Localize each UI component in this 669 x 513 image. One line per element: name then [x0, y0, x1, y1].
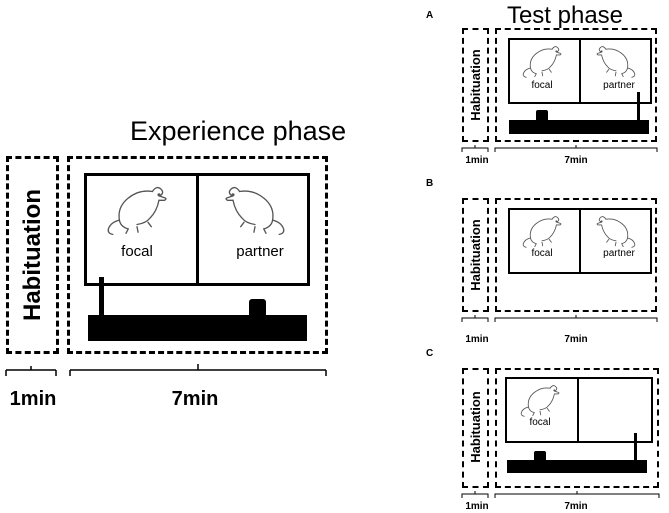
food-cup-icon: [534, 451, 546, 462]
test-phase-box: [495, 198, 657, 312]
floor-bar: [507, 460, 647, 473]
lever-icon: [634, 433, 637, 463]
panel-letter: C: [426, 348, 434, 359]
habituation-label: Habituation: [468, 219, 483, 291]
focal-label: focal: [531, 248, 553, 259]
habituation-label: Habituation: [468, 391, 483, 463]
phase-duration: 7min: [564, 501, 588, 512]
partner-label: partner: [236, 243, 284, 260]
test-phase-title: Test phase: [506, 2, 624, 29]
habituation-box: [6, 156, 59, 354]
habituation-duration: 1min: [465, 501, 489, 512]
timeline-brackets: [461, 491, 660, 498]
test-phase-box: [495, 28, 657, 142]
rat-icon: [520, 212, 564, 248]
panel-letter: A: [426, 10, 434, 21]
habituation-label: Habituation: [468, 49, 483, 121]
partner-label: partner: [603, 80, 635, 91]
rat-icon: [222, 180, 288, 236]
experience-phase-box: [67, 156, 328, 354]
habituation-box: [462, 368, 489, 488]
habituation-box: [462, 198, 489, 312]
timeline-brackets: [461, 145, 658, 152]
cage-divider: [579, 38, 581, 104]
focal-label: focal: [121, 243, 153, 260]
cage-divider: [196, 173, 199, 286]
habituation-label: Habituation: [19, 189, 46, 321]
rat-icon: [594, 212, 638, 248]
phase-duration: 7min: [564, 155, 588, 166]
habituation-box: [462, 28, 489, 142]
panel-letter: B: [426, 178, 434, 189]
cage-divider: [579, 208, 581, 274]
focal-label: focal: [529, 417, 551, 428]
rat-icon: [520, 42, 564, 78]
experience-phase-title: Experience phase: [130, 116, 347, 146]
timeline-brackets: [461, 315, 658, 322]
habituation-duration: 1min: [465, 334, 489, 345]
lever-icon: [637, 92, 640, 122]
phase-duration: 7min: [564, 334, 588, 345]
habituation-duration: 1min: [9, 388, 57, 410]
cage-divider: [577, 377, 579, 443]
test-phase-box: [495, 368, 659, 488]
phase-duration: 7min: [171, 388, 219, 410]
timeline-brackets: [5, 364, 327, 376]
floor-bar: [509, 120, 649, 134]
rat-icon: [594, 42, 638, 78]
floor-bar: [88, 315, 307, 341]
food-cup-icon: [536, 110, 548, 121]
rat-icon: [518, 381, 562, 417]
food-cup-icon: [249, 299, 266, 316]
habituation-duration: 1min: [465, 155, 489, 166]
lever-icon: [99, 277, 104, 317]
partner-label: partner: [603, 248, 635, 259]
focal-label: focal: [531, 80, 553, 91]
rat-icon: [104, 180, 170, 236]
